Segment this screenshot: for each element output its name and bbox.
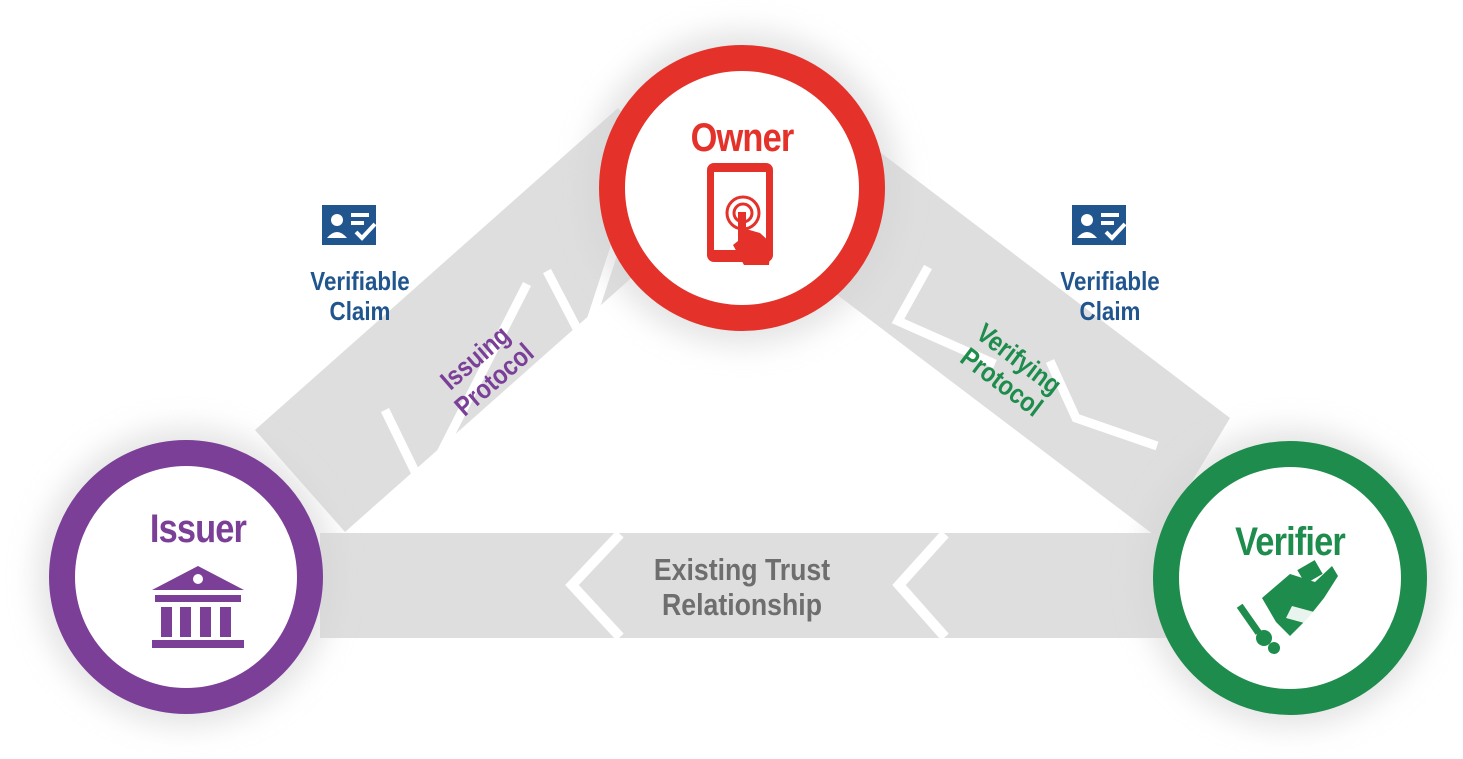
verifiable-claim-left: Verifiable Claim (291, 266, 429, 326)
claim-left-line1: Verifiable (310, 266, 410, 296)
trust-relationship-band (320, 530, 1180, 641)
tablet-touch-icon (707, 163, 773, 265)
id-card-check-icon (322, 205, 377, 245)
owner-title: Owner (690, 116, 795, 160)
issuer-title: Issuer (149, 507, 247, 551)
handshake-icon (1236, 560, 1338, 654)
bank-building-icon (152, 566, 244, 648)
verifiable-claim-right: Verifiable Claim (1041, 266, 1179, 326)
trust-line2: Relationship (662, 587, 822, 622)
verifier-title: Verifier (1235, 520, 1346, 564)
id-card-check-icon (1072, 205, 1127, 245)
trust-line1: Existing Trust (653, 552, 831, 587)
claim-right-line1: Verifiable (1060, 266, 1160, 296)
existing-trust-label: Existing Trust Relationship (647, 552, 836, 622)
claim-right-line2: Claim (1079, 296, 1141, 326)
claim-left-line2: Claim (329, 296, 391, 326)
